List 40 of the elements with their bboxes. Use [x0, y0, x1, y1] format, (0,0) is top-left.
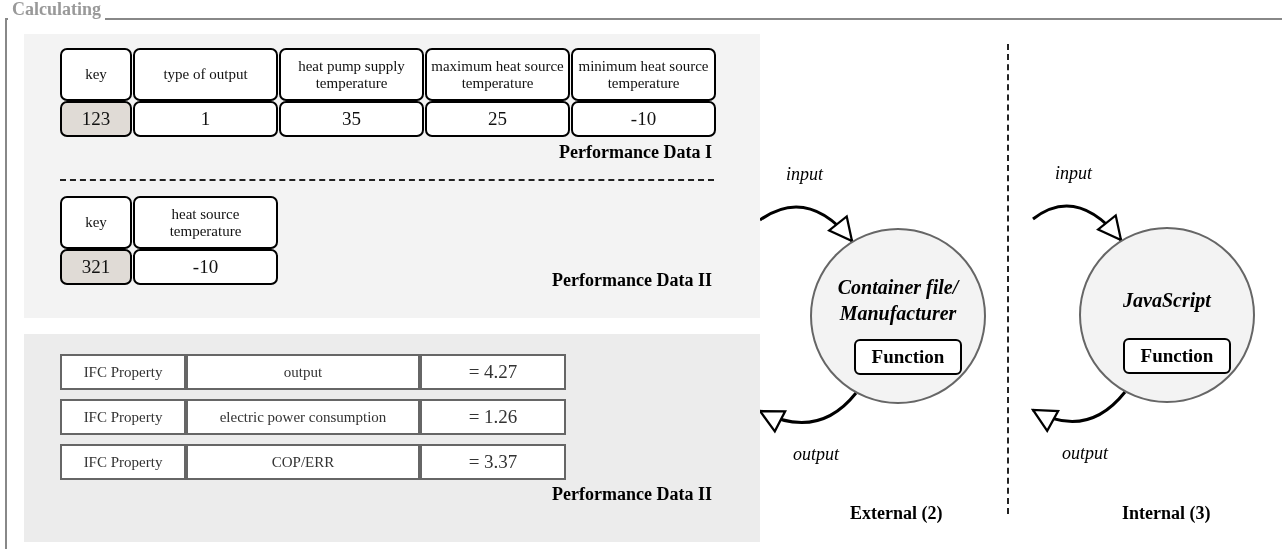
section-heading: Performance Data II: [552, 270, 712, 291]
section-heading: Performance Data I: [559, 142, 712, 163]
column-label: Internal (3): [1122, 503, 1211, 524]
table-cell: 123: [60, 101, 132, 137]
table-cell: = 4.27: [420, 354, 566, 390]
table-cell: type of output: [133, 48, 278, 101]
panel: [24, 34, 760, 318]
curved-arrow: [759, 205, 854, 243]
table-cell: output: [186, 354, 420, 390]
table-cell: heat source temperature: [133, 196, 278, 249]
table-cell: 35: [279, 101, 424, 137]
table-cell: -10: [571, 101, 716, 137]
table-cell: IFC Property: [60, 444, 186, 480]
table-cell: minimum heat source temperature: [571, 48, 716, 101]
curved-arrow: [1031, 391, 1127, 432]
edge-label: input: [1055, 163, 1092, 184]
table-cell: = 1.26: [420, 399, 566, 435]
circle-label: JavaScript: [1122, 288, 1213, 313]
title: Calculating: [8, 0, 105, 20]
table-cell: electric power consumption: [186, 399, 420, 435]
table-cell: IFC Property: [60, 399, 186, 435]
table-cell: = 3.37: [420, 444, 566, 480]
panel: [24, 334, 760, 542]
edge-label: input: [786, 164, 823, 185]
column-label: External (2): [850, 503, 943, 524]
table-cell: COP/ERR: [186, 444, 420, 480]
curved-arrow: [1032, 204, 1123, 242]
table-cell: key: [60, 48, 132, 101]
table-cell: -10: [133, 249, 278, 285]
section-heading: Performance Data II: [552, 484, 712, 505]
table-cell: key: [60, 196, 132, 249]
function-box: Function: [854, 339, 962, 375]
table-cell: maximum heat source temperature: [425, 48, 570, 101]
table-cell: IFC Property: [60, 354, 186, 390]
table-cell: 25: [425, 101, 570, 137]
table-cell: heat pump supply temperature: [279, 48, 424, 101]
table-cell: 1: [133, 101, 278, 137]
function-box: Function: [1123, 338, 1231, 374]
table-cell: 321: [60, 249, 132, 285]
circle-label: Container file/ Manufacturer: [836, 275, 961, 326]
